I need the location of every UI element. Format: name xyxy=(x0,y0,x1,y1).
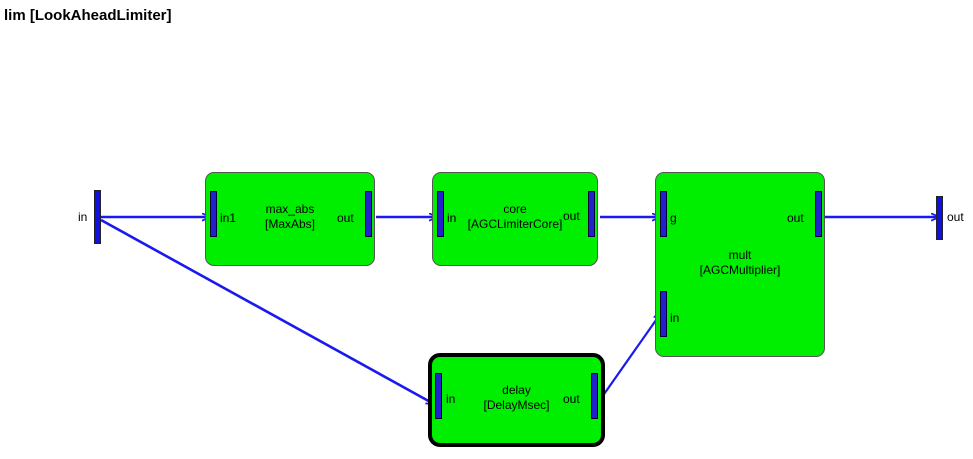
block-max_abs-port-in1[interactable] xyxy=(210,191,217,237)
block-mult-port-g-label: g xyxy=(670,211,677,225)
block-core-port-out[interactable] xyxy=(588,191,595,237)
diagram-out-port[interactable] xyxy=(936,196,943,240)
diagram-in-label: in xyxy=(78,210,88,224)
block-delay-port-out[interactable] xyxy=(591,373,598,419)
block-mult-port-g[interactable] xyxy=(660,191,667,237)
block-core-port-out-label: out xyxy=(563,209,580,223)
block-mult-name: mult xyxy=(728,248,752,262)
block-max_abs-port-out-label: out xyxy=(337,211,354,225)
block-mult-port-out-label: out xyxy=(787,211,804,225)
block-max_abs-port-out[interactable] xyxy=(365,191,372,237)
diagram-in-port[interactable] xyxy=(94,190,101,244)
block-delay[interactable]: delay [DelayMsec] in out xyxy=(428,353,605,447)
block-max_abs-port-in1-label: in1 xyxy=(220,211,237,225)
page-title: lim [LookAheadLimiter] xyxy=(4,7,172,24)
diagram-out-label: out xyxy=(947,210,964,224)
block-delay-port-out-label: out xyxy=(563,392,580,406)
block-core-port-in-label: in xyxy=(447,211,457,225)
block-mult-port-in-label: in xyxy=(670,311,680,325)
block-mult-port-out[interactable] xyxy=(815,191,822,237)
block-mult[interactable]: mult [AGCMultiplier] g in out xyxy=(655,172,825,357)
block-core-port-in[interactable] xyxy=(437,191,444,237)
block-max_abs[interactable]: max_abs [MaxAbs] in1 out xyxy=(205,172,375,266)
block-delay-port-in[interactable] xyxy=(435,373,442,419)
block-delay-port-in-label: in xyxy=(446,392,456,406)
wire-delay-to-mult-in xyxy=(601,313,661,398)
block-core[interactable]: core [AGCLimiterCore] in out xyxy=(432,172,598,266)
block-mult-port-in[interactable] xyxy=(660,291,667,337)
block-mult-type: [AGCMultiplier] xyxy=(699,263,781,277)
